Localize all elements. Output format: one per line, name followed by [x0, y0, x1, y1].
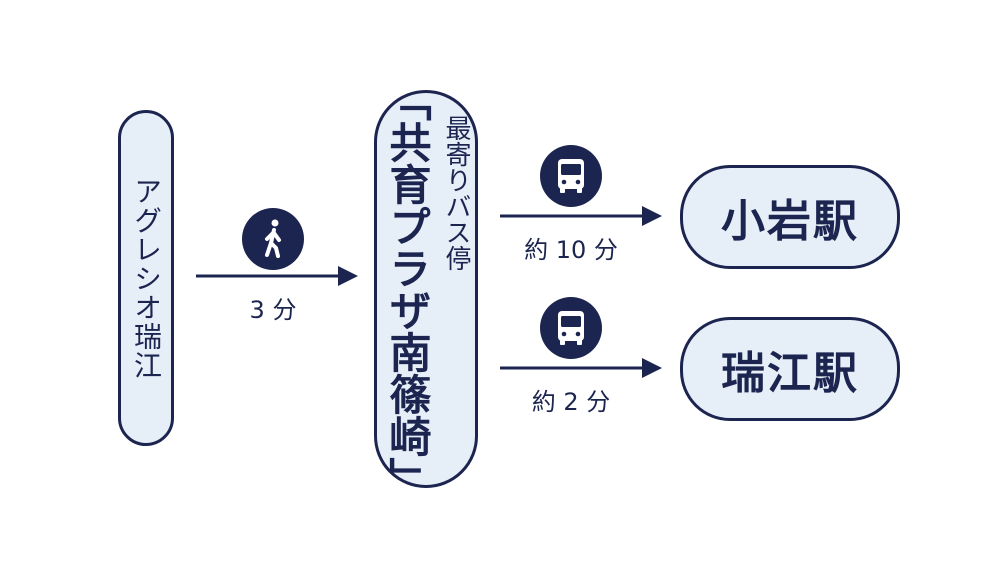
origin-box: アグレシオ瑞江	[118, 110, 174, 446]
bus-time-label-2: 約 2 分	[531, 388, 611, 416]
bus-icon	[540, 145, 602, 207]
bus-stop-caption: 最寄りバス停	[441, 115, 471, 271]
bus-icon	[540, 297, 602, 359]
walk-arrow-head	[338, 266, 358, 286]
bus-stop-box: 「共育プラザ南篠崎」 最寄りバス停	[374, 79, 478, 499]
bus-time-label-1: 約 10 分	[524, 236, 618, 264]
destination-label: 瑞江駅	[721, 348, 859, 399]
walking-person-icon	[242, 208, 304, 270]
bus-stop-name: 「共育プラザ南篠崎」	[383, 79, 432, 499]
bus-arrow-1-head	[642, 206, 662, 226]
walk-time-label: 3 分	[249, 296, 297, 324]
bus-arrow-2-head	[642, 358, 662, 378]
destination-koiwa: 小岩駅	[680, 165, 900, 269]
destination-mizue: 瑞江駅	[680, 317, 900, 421]
destination-label: 小岩駅	[721, 196, 859, 247]
origin-label: アグレシオ瑞江	[130, 176, 163, 380]
